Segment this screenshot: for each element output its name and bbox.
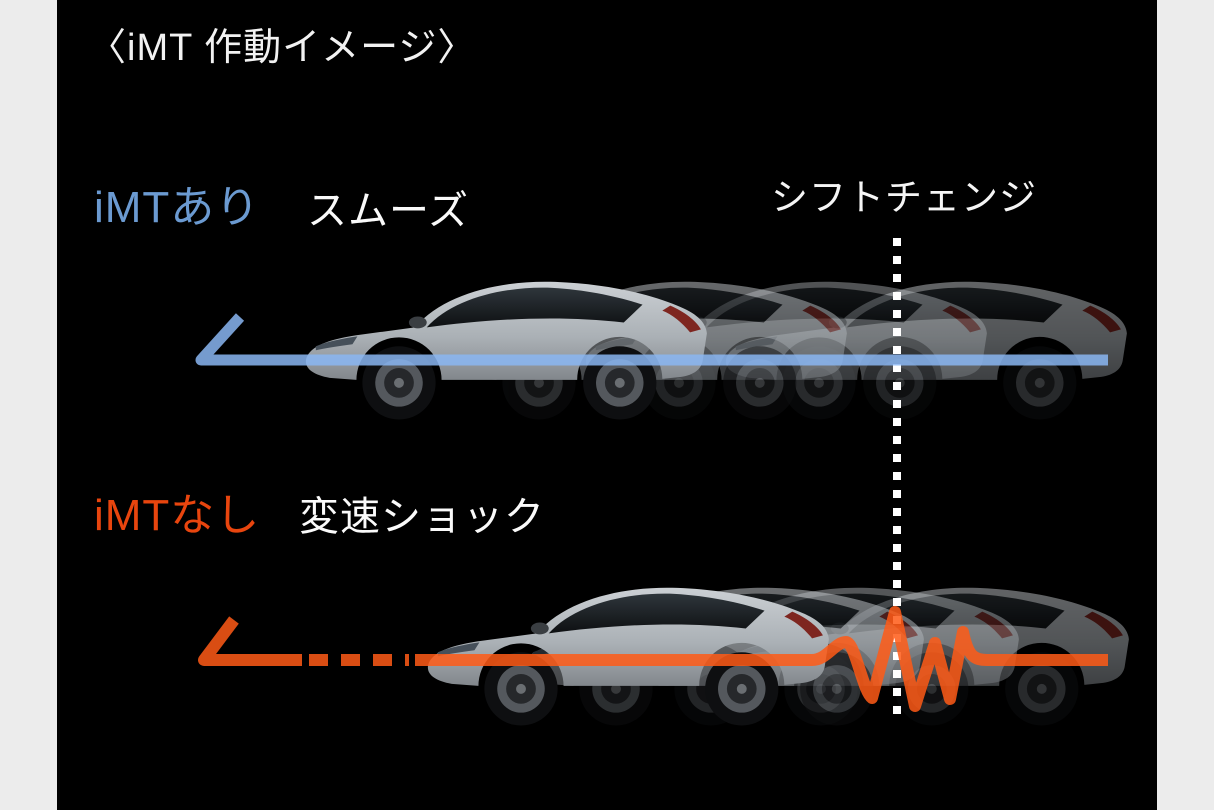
shift-change-label: シフトチェンジ [771,177,1037,218]
diagram-canvas: 〈iMT 作動イメージ〉 iMTあり スムーズ シフトチェンジ iMTなし 変速… [57,0,1157,810]
diagram-title: 〈iMT 作動イメージ〉 [88,27,477,69]
with-imt-description: スムーズ [307,189,469,233]
smooth-line-arrow-icon [195,313,1108,366]
with-imt-label: iMTあり [94,183,261,232]
diagram-scene [195,238,1129,726]
car-sequence-with-imt [305,281,1127,420]
shock-line-arrow-icon [198,606,1108,712]
without-imt-description: 変速ショック [299,495,545,539]
without-imt-label: iMTなし [94,491,261,540]
